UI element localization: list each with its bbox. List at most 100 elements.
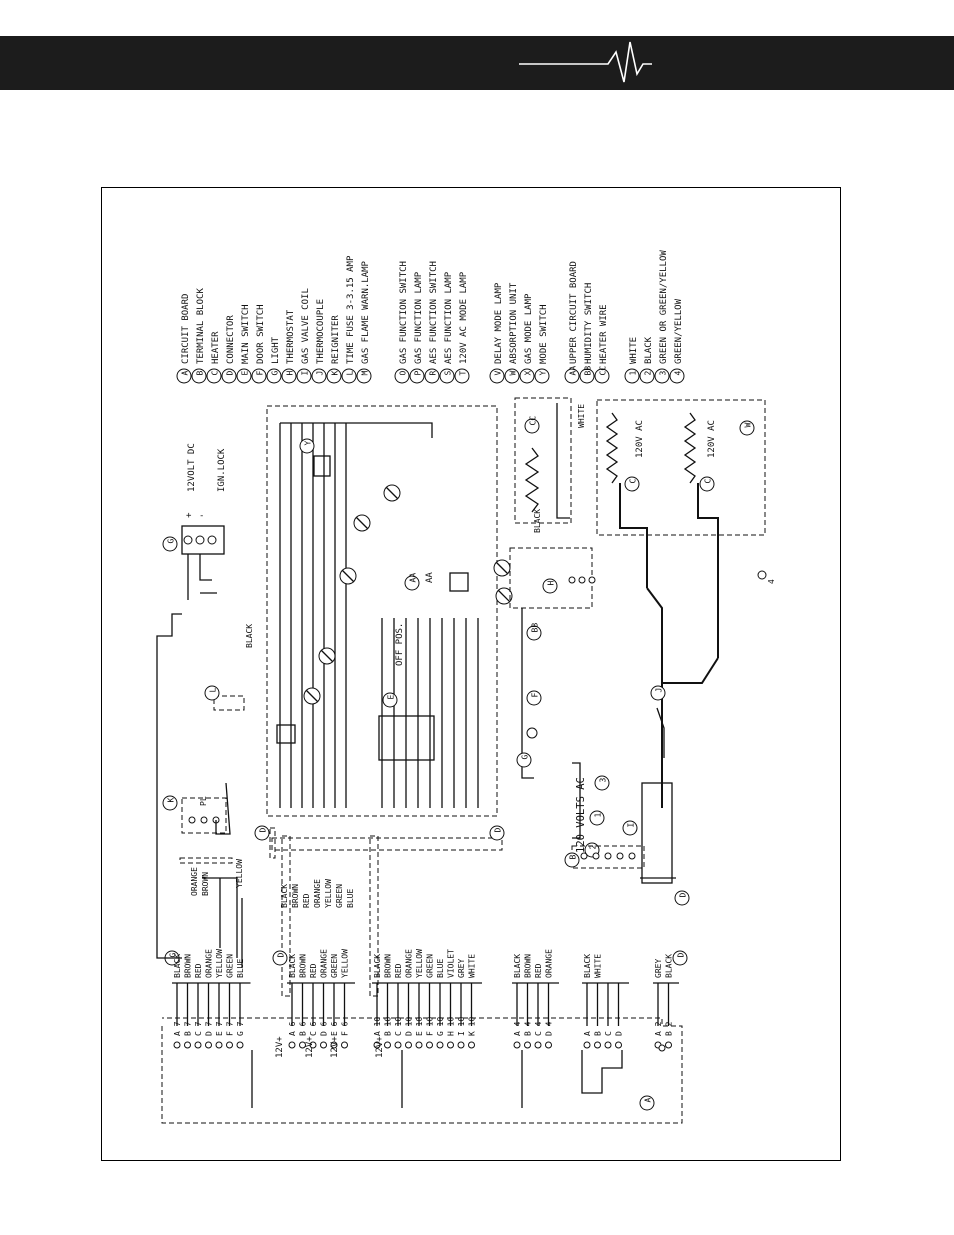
marker-h: [542, 578, 558, 594]
mode-switch-y: [313, 455, 331, 477]
wire-color-label: BROWN: [299, 954, 308, 978]
pin-label: B: [594, 1031, 603, 1036]
heater-lead-1: [619, 483, 648, 588]
legend-key-x: [519, 368, 535, 384]
legend-key-d-label: D: [226, 371, 235, 376]
upper-wire-label: BLUE: [346, 889, 355, 908]
upper-wire-label: BROWN: [291, 884, 300, 908]
pin-label: C 7: [194, 1021, 203, 1036]
pin-label: B 10: [384, 1017, 393, 1036]
legend-item: WHITE: [629, 337, 639, 364]
legend-key-r-label: R: [429, 371, 438, 376]
wire-color-label: YELLOW: [341, 949, 350, 978]
legend-key-3: [654, 368, 670, 384]
legend-key-4: [669, 368, 685, 384]
brown-wire-link: [202, 877, 238, 958]
pulse-logo-icon: [519, 41, 652, 83]
bracket: [572, 762, 581, 839]
board-pin: [288, 1041, 296, 1049]
terminal-block-pin: [628, 852, 636, 860]
ignition-wire: [199, 554, 212, 581]
legend-key-f-label: F: [256, 371, 265, 376]
legend-item: AES FUNCTION LAMP: [444, 271, 454, 364]
wire-color-label: VIOLET: [447, 949, 456, 978]
wire-color-label: BROWN: [184, 954, 193, 978]
legend-item: HUMIDITY SWITCH: [584, 283, 594, 364]
wire-color-label: BLACK: [373, 954, 382, 978]
legend-key-k: [326, 368, 342, 384]
upper-board-trace: [280, 422, 433, 438]
label-ign-lock: IGN.LOCK: [217, 448, 227, 492]
legend-item: UPPER CIRCUIT BOARD: [569, 261, 579, 364]
heater-lead-2: [697, 483, 719, 658]
gas-valve-coil: [641, 782, 673, 884]
legend-key-1-label: 1: [629, 371, 638, 376]
pin-label: C 6: [309, 1021, 318, 1036]
pin-label: A 6: [288, 1021, 297, 1036]
board-pin: [604, 1041, 612, 1049]
wire-color-label: YELLOW: [415, 949, 424, 978]
board-trace: [581, 1050, 623, 1094]
orange-label: ORANGE: [190, 867, 199, 896]
label-12v-plus: 12V+: [375, 1036, 385, 1058]
board-pin: [226, 1041, 233, 1049]
label-12v-plus: 12V+: [330, 1036, 340, 1058]
legend-key-m: [356, 368, 372, 384]
pin-label: B 2: [665, 1021, 674, 1036]
wire-color-label: ORANGE: [205, 949, 214, 978]
marker-k: [162, 795, 178, 811]
legend-item: THERMOSTAT: [286, 309, 296, 364]
legend-key-s: [439, 368, 455, 384]
board-pin: [436, 1041, 444, 1049]
legend-item: GAS FLAME WARN.LAMP: [361, 260, 371, 364]
legend-item: DOOR SWITCH: [256, 304, 266, 364]
pin-label: G 10: [436, 1017, 445, 1036]
board-pin: [665, 1041, 672, 1049]
legend-key-g: [266, 368, 282, 384]
connector-d-ribbon: [281, 835, 291, 997]
thermostat-terminal: [588, 576, 596, 584]
wire-color-label: RED: [194, 963, 203, 978]
legend-key-j-label: J: [316, 371, 325, 376]
label-pl: PL: [199, 796, 208, 806]
marker-bb-label: BB: [531, 623, 540, 633]
marker-bb: [526, 625, 542, 641]
pin-label: D 4: [545, 1021, 554, 1036]
marker-d1: [254, 825, 270, 841]
legend-key-2-label: 2: [644, 371, 653, 376]
wire-color-label: GREEN: [426, 954, 435, 978]
board-pin: [194, 1041, 202, 1049]
pin-label: A 2: [654, 1021, 663, 1036]
wire-color-label: RED: [394, 963, 403, 978]
black-main-wire: [156, 613, 182, 908]
board-pin: [215, 1041, 223, 1049]
main-switch-e: [378, 715, 435, 761]
board-pin: [384, 1041, 391, 1049]
legend-key-h: [281, 368, 297, 384]
legend-item: MAIN SWITCH: [241, 304, 251, 364]
brown-label: BROWN: [201, 872, 210, 896]
wire-color-label: ORANGE: [545, 949, 554, 978]
marker-d4: [672, 950, 688, 966]
upper-wire-label: BLACK: [280, 884, 289, 908]
legend-item: REIGNITER: [331, 315, 341, 364]
marker-l: [204, 685, 220, 701]
legend-item: AES FUNCTION SWITCH: [429, 261, 439, 364]
pin-label: K 10: [468, 1017, 477, 1036]
legend-item: DELAY MODE LAMP: [494, 282, 504, 364]
terminal-block-pin: [604, 852, 612, 860]
marker-cc-label: CC: [529, 416, 538, 426]
legend-key-k-label: K: [331, 371, 340, 376]
marker-aa: [404, 575, 420, 591]
legend-key-o-label: O: [399, 371, 408, 376]
upper-circuit-board: [266, 405, 498, 817]
legend-key-h-label: H: [286, 371, 295, 376]
marker-a-label: A: [644, 1098, 653, 1103]
legend-key-a-label: A: [181, 371, 190, 376]
legend-key-cc: [594, 368, 610, 384]
wire-color-label: GREY: [654, 959, 663, 978]
pin-label: F 10: [426, 1017, 435, 1036]
pin-label: A: [583, 1031, 592, 1036]
marker-c1-label: C: [629, 479, 638, 484]
marker-g3-label: G: [169, 953, 178, 958]
